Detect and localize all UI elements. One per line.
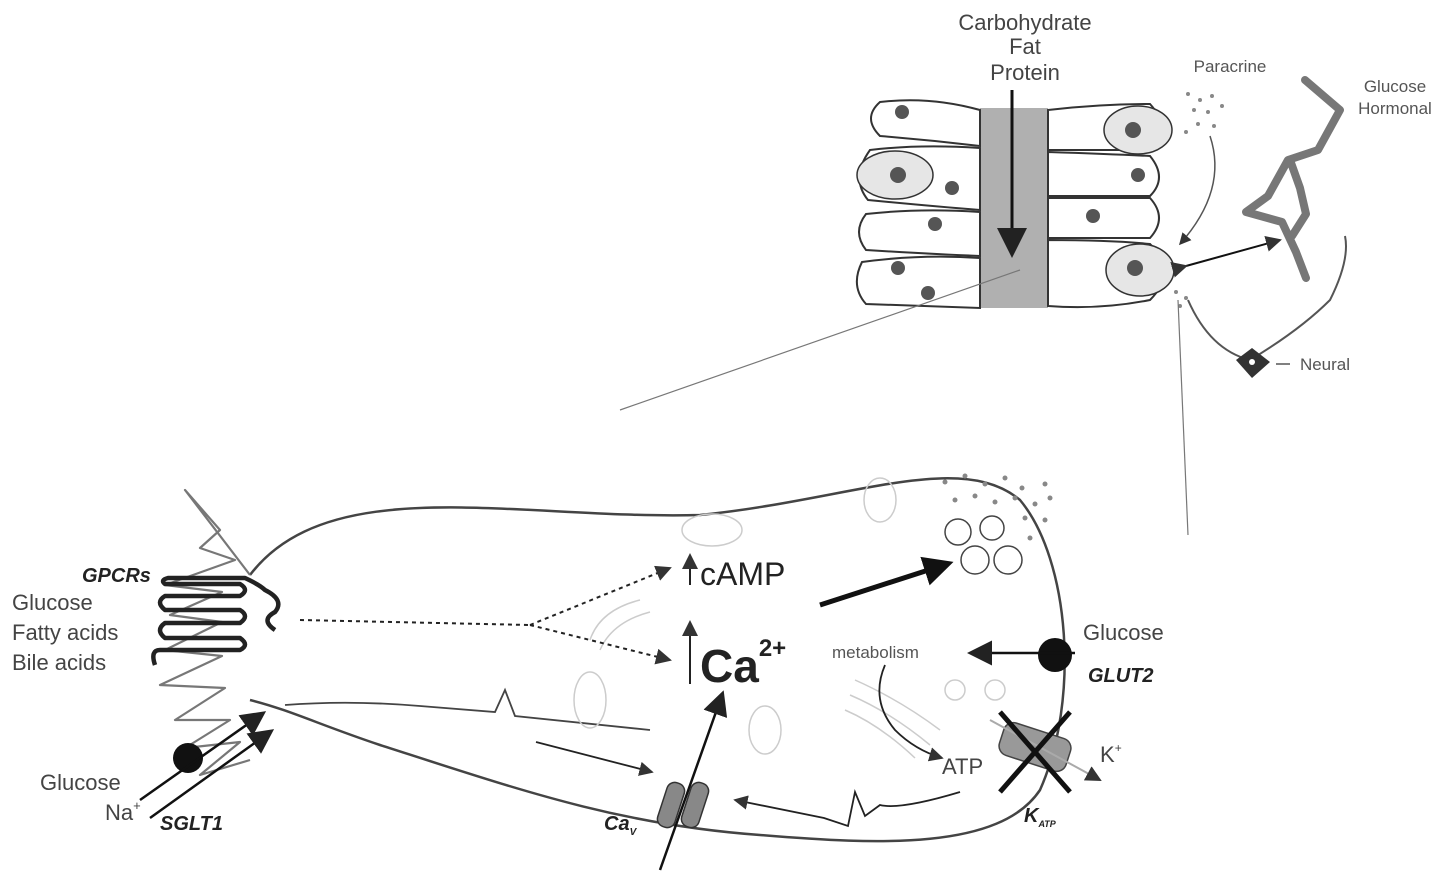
blood-vessel [1246,80,1340,278]
lumen-nutrient-carbohydrate: Carbohydrate [958,10,1091,35]
eec-cell [160,474,1065,842]
paracrine-dots [1174,92,1224,308]
glut2-glucose-label: Glucose [1083,620,1164,645]
gpcr-ligand-fatty-acids: Fatty acids [12,620,118,645]
atp-label: ATP [942,754,983,779]
glucose-hormonal-label-2: Hormonal [1358,99,1432,118]
katp-name: KATP [1024,805,1057,829]
glucose-hormonal-label-1: Glucose [1364,77,1426,96]
epithelium-inset [857,80,1346,378]
sglt1-na-label: Na+ [105,798,141,825]
glut2-name: GLUT2 [1088,665,1154,687]
sglt1-glucose-label: Glucose [40,770,121,795]
gpcr-ligand-bile-acids: Bile acids [12,650,106,675]
gpcr-ligand-glucose: Glucose [12,590,93,615]
lumen-nutrient-protein: Protein [990,60,1060,85]
neural-label: Neural [1300,355,1350,374]
glut2-transporter [1038,638,1072,672]
camp-label: cAMP [700,556,785,592]
sglt1-name: SGLT1 [160,813,223,835]
k-ion-label: K+ [1100,741,1122,767]
paracrine-label: Paracrine [1194,57,1267,76]
lumen-nutrient-fat: Fat [1009,34,1041,59]
calcium-label: Ca2+ [700,635,786,692]
metabolism-label: metabolism [832,643,919,662]
cell-membrane [250,478,1065,841]
secretory-granules [945,516,1022,574]
gut-lumen [980,108,1048,308]
gpcr-title: GPCRs [82,565,151,587]
